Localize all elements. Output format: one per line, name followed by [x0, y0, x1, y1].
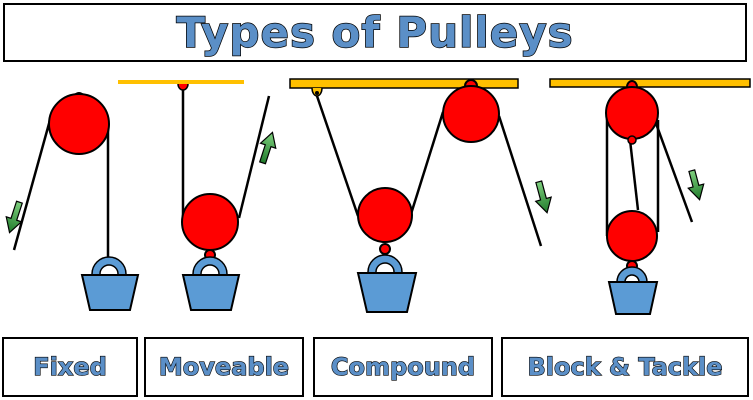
- label-moveable-box: Moveable: [144, 337, 304, 397]
- label-fixed-box: Fixed: [2, 337, 138, 397]
- bt-top-wheel: [605, 86, 659, 140]
- fixed-weight-handle: [92, 257, 126, 275]
- compound-moving-hook: [379, 243, 391, 255]
- label-moveable: Moveable: [158, 352, 290, 381]
- fixed-pulley-wheel: [48, 93, 110, 155]
- moveable-weight: [181, 274, 241, 311]
- moveable-pulley-wheel: [181, 193, 239, 251]
- compound-beam: [289, 78, 519, 89]
- compound-rope-2: [409, 111, 445, 215]
- label-block-tackle: Block & Tackle: [527, 352, 723, 381]
- label-compound: Compound: [330, 352, 476, 381]
- fixed-pulley-group: [5, 92, 140, 311]
- page-title: Types of Pulleys: [176, 7, 574, 58]
- moveable-rope-right: [237, 95, 271, 219]
- compound-weight: [356, 272, 418, 313]
- fixed-rope-left: [12, 119, 52, 251]
- block-tackle-group: [549, 78, 751, 315]
- moveable-weight-handle: [193, 257, 227, 275]
- label-fixed: Fixed: [33, 352, 108, 381]
- bt-rope-2: [628, 139, 640, 211]
- moveable-arrow-up-icon: [258, 131, 277, 165]
- compound-arrow-down-icon: [534, 180, 553, 214]
- compound-fixed-wheel: [442, 85, 500, 143]
- compound-moving-wheel: [357, 187, 413, 243]
- fixed-weight-handle-outline: [91, 256, 127, 275]
- fixed-arrow-down-icon: [5, 200, 24, 234]
- label-block-tackle-box: Block & Tackle: [501, 337, 749, 397]
- block-tackle-arrow-down-icon: [687, 169, 705, 201]
- compound-rope-1: [315, 95, 360, 217]
- moveable-anchor-hook: [177, 83, 189, 91]
- title-box: Types of Pulleys: [3, 3, 747, 62]
- bt-bottom-wheel: [606, 210, 658, 262]
- compound-pulley-group: [289, 78, 553, 313]
- compound-rope-3: [497, 115, 543, 247]
- bt-rope-4: [652, 117, 694, 223]
- label-compound-box: Compound: [313, 337, 493, 397]
- block-tackle-beam: [549, 78, 751, 88]
- fixed-weight: [80, 274, 140, 311]
- moveable-pulley-group: [118, 80, 277, 311]
- block-tackle-weight: [607, 281, 659, 315]
